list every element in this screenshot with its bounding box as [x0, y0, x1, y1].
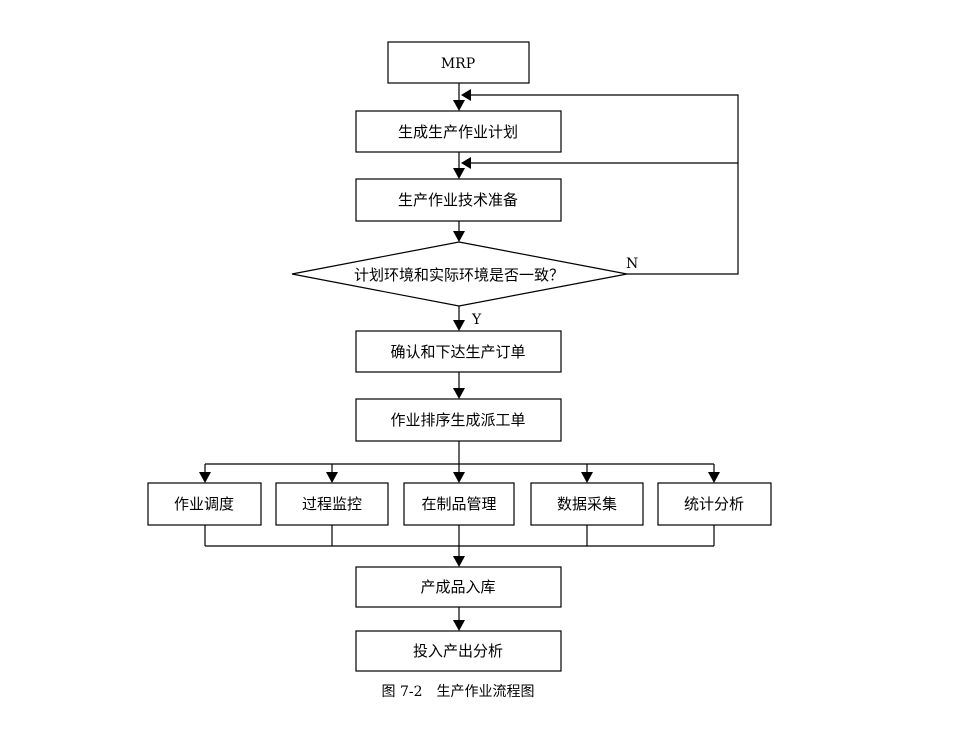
node-io-analysis: 投入产出分析: [355, 630, 562, 672]
node-tech-prep: 生产作业技术准备: [355, 178, 562, 222]
node-dispatch: 作业调度: [147, 482, 262, 526]
node-stats: 统计分析: [657, 482, 772, 526]
node-gen-plan: 生成生产作业计划: [355, 110, 562, 153]
arrowhead: [461, 157, 471, 169]
node-monitor-label: 过程监控: [302, 495, 362, 513]
node-mrp-label: MRP: [441, 56, 475, 72]
node-gen-plan-label: 生成生产作业计划: [398, 123, 518, 141]
arrowhead: [199, 472, 211, 483]
node-confirm-order-label: 确认和下达生产订单: [390, 343, 525, 361]
node-sort-dispatch: 作业排序生成派工单: [355, 398, 562, 442]
node-dispatch-label: 作业调度: [174, 495, 234, 513]
arrowhead: [453, 100, 465, 111]
node-data-collect-label: 数据采集: [557, 495, 617, 513]
edge-label-no: N: [626, 256, 638, 272]
arrowhead: [453, 556, 465, 567]
node-warehouse-label: 产成品入库: [420, 578, 495, 596]
node-io-analysis-label: 投入产出分析: [413, 642, 503, 660]
node-data-collect: 数据采集: [530, 482, 644, 526]
arrowhead: [708, 472, 720, 483]
node-mrp: MRP: [387, 41, 530, 84]
figure-caption: 图 7-2 生产作业流程图: [382, 684, 535, 700]
arrowhead: [453, 472, 465, 483]
arrowhead: [453, 620, 465, 631]
arrowhead: [453, 231, 465, 242]
arrowhead: [581, 472, 593, 483]
node-confirm-order: 确认和下达生产订单: [355, 330, 562, 373]
node-sort-dispatch-label: 作业排序生成派工单: [390, 411, 525, 429]
node-wip-label: 在制品管理: [421, 495, 496, 513]
node-tech-prep-label: 生产作业技术准备: [398, 191, 518, 209]
arrowhead: [453, 320, 465, 331]
arrowhead: [326, 472, 338, 483]
edge-no-loop: [468, 94, 739, 275]
node-monitor: 过程监控: [275, 482, 389, 526]
arrowhead: [461, 89, 471, 101]
node-decision: 计划环境和实际环境是否一致？: [291, 241, 628, 307]
arrowhead: [453, 168, 465, 179]
arrowhead: [453, 388, 465, 399]
edge-label-yes: Y: [471, 312, 482, 328]
node-warehouse: 产成品入库: [355, 566, 562, 608]
node-decision-label: 计划环境和实际环境是否一致？: [354, 266, 564, 284]
node-stats-label: 统计分析: [684, 495, 744, 513]
node-wip: 在制品管理: [403, 482, 515, 526]
connectors: [199, 83, 739, 631]
